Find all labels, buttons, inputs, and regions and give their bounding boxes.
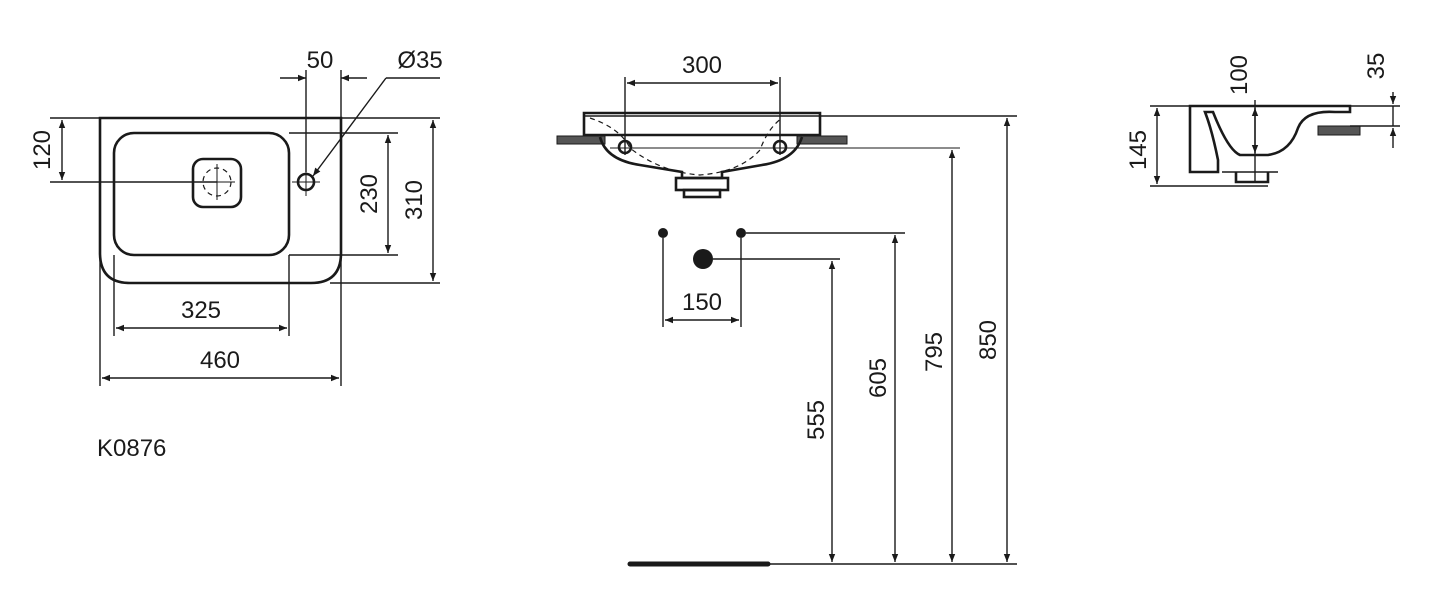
hatch-right: [796, 135, 848, 145]
drain-outline: [191, 157, 243, 209]
dim-height-605: 605: [865, 358, 892, 398]
basin-rim: [582, 111, 822, 137]
side-profile: [1188, 104, 1352, 174]
hatch-left: [556, 135, 606, 145]
bowl-hidden-line: [589, 117, 783, 176]
dim-height-555: 555: [803, 400, 830, 440]
dim-height-850: 850: [975, 320, 1002, 360]
dim-drain-offset: 120: [29, 130, 56, 170]
wall-fixing-left: [658, 228, 668, 238]
side-view: 100 35 145: [1125, 53, 1400, 187]
dim-total-depth: 310: [401, 180, 428, 220]
dim-total-height: 145: [1125, 130, 1152, 170]
dim-total-width: 460: [200, 347, 240, 374]
dim-hole-diameter: Ø35: [397, 47, 442, 74]
dim-bowl-width: 325: [181, 297, 221, 324]
dim-bowl-depth: 230: [356, 174, 383, 214]
dim-bracket-spacing: 300: [682, 52, 722, 79]
basin-outline: [98, 116, 343, 285]
model-code: K0876: [97, 435, 166, 462]
waste-outlet-point: [693, 249, 713, 269]
side-waste: [1234, 172, 1270, 184]
waste-lower: [682, 188, 722, 199]
front-view: 300 150 555 605 795 850: [556, 52, 1017, 567]
bowl-outline: [112, 131, 291, 257]
top-view: 50 Ø35 120 230 310 325 460: [29, 47, 443, 462]
dim-tap-offset: 50: [307, 47, 334, 74]
dim-wall-fixing-spacing: 150: [682, 289, 722, 316]
wall-fixing-right: [736, 228, 746, 238]
hatch-side: [1317, 125, 1361, 136]
waste-upper: [674, 176, 730, 192]
dim-height-795: 795: [921, 332, 948, 372]
dim-bowl-height: 100: [1226, 55, 1253, 95]
dim-rim-thickness: 35: [1363, 53, 1390, 80]
